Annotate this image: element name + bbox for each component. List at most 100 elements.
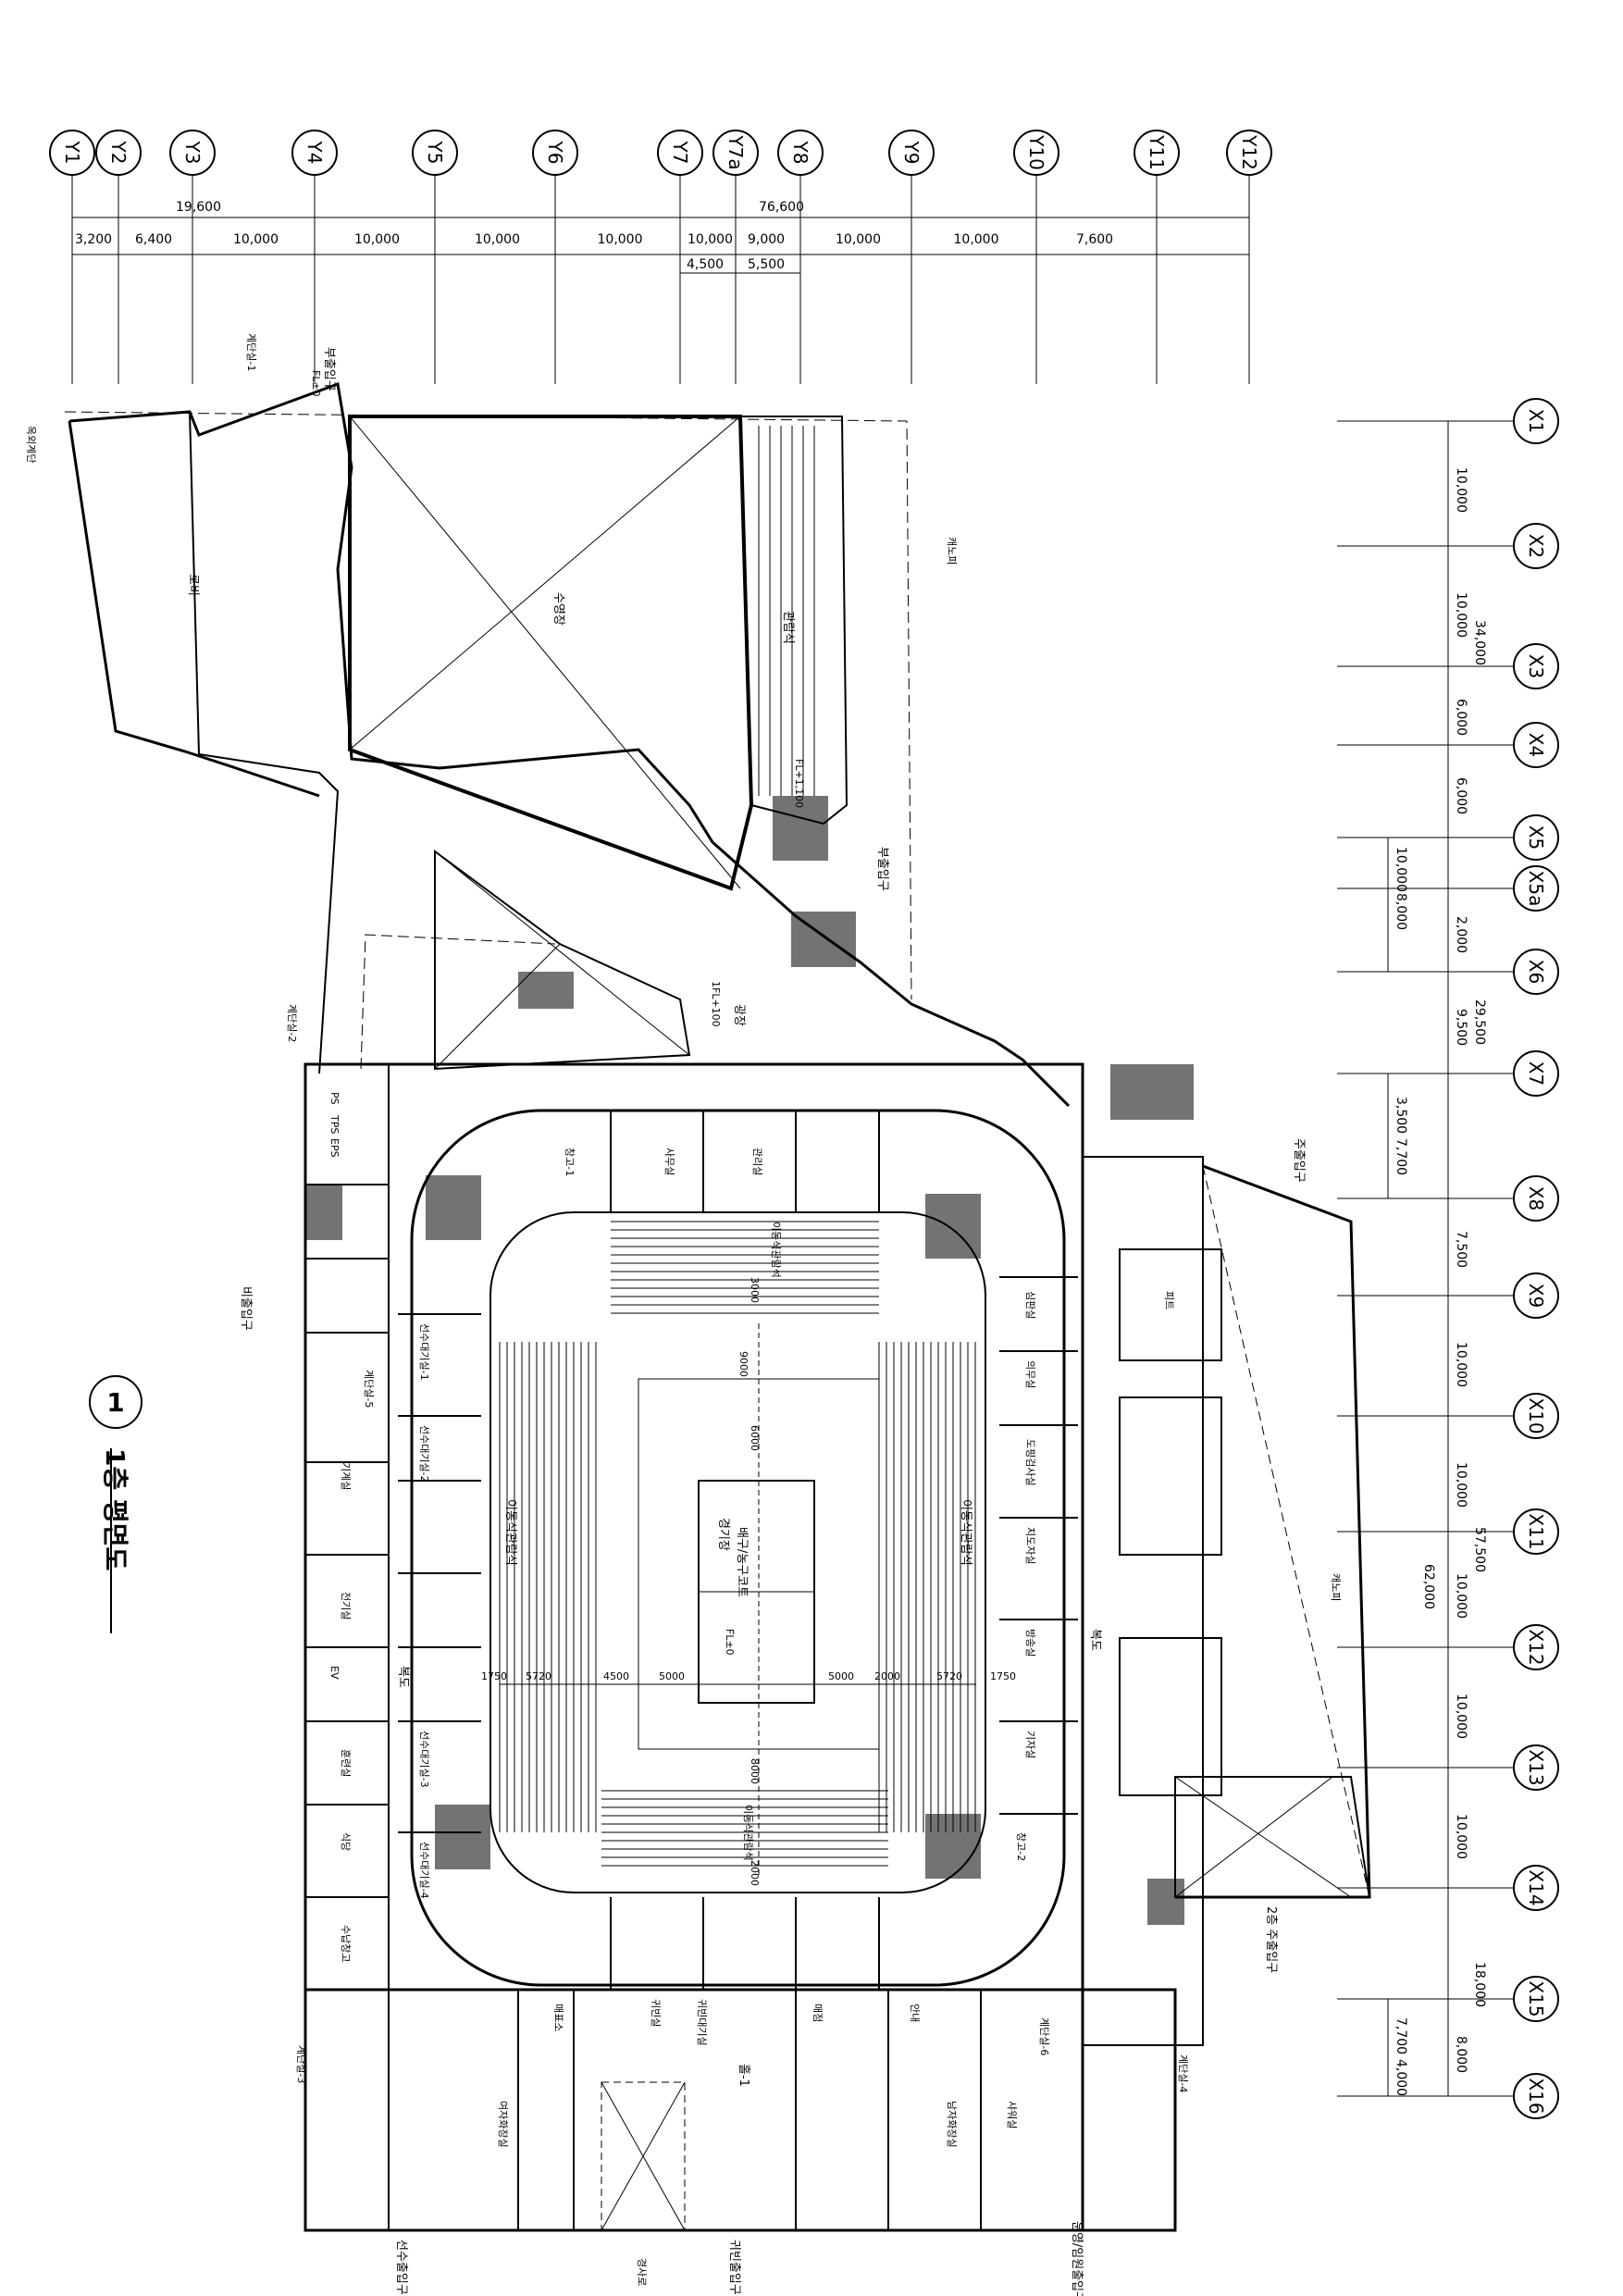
entrance-mid-label: 부출입구 (875, 847, 889, 891)
room-walls (305, 1111, 1078, 2230)
x-span-dim: 10,000 (1454, 1342, 1468, 1387)
entrance-bottom-mid-label: 귀빈출입구 (727, 2240, 741, 2295)
grid-bubble-y11 (1134, 130, 1180, 176)
admin-label: 관리실 (751, 1148, 763, 1175)
grid-bubble-x6 (1513, 949, 1559, 995)
court-dim-g: 1750 (481, 1670, 507, 1682)
grid-label-y4: Y4 (304, 141, 326, 165)
sheet-number: 1 (106, 1387, 124, 1418)
grid-label-y8: Y8 (789, 141, 812, 165)
warehouse1-label: 창고-1 (564, 1148, 576, 1176)
level-ground: FL±0 (310, 370, 322, 397)
grid-bubble-x7 (1513, 1050, 1559, 1097)
y-span-dim: 10,000 (954, 232, 999, 247)
grid-bubble-x4 (1513, 722, 1559, 768)
court-dim-f: 5720 (936, 1670, 962, 1682)
grid-label-y7a: Y7a (725, 134, 747, 169)
sheet-title-text: 1층 평면도 (100, 1448, 130, 1570)
level-pool: FL+1,100 (793, 759, 805, 808)
grid-label-x16: X16 (1525, 2078, 1547, 2114)
x-span-dim: 8,000 (1394, 893, 1408, 930)
grid-bubble-y5 (412, 130, 458, 176)
entrance-2f-label: 2층 주출입구 (1264, 1906, 1278, 1973)
corridor2-label: 복도 (1088, 1629, 1102, 1651)
locker3-label: 선수대기실-3 (418, 1731, 430, 1788)
grid-bubble-y12 (1226, 130, 1272, 176)
grid-label-x7: X7 (1525, 1061, 1547, 1086)
seating-rows (499, 426, 976, 1867)
entrance-bottom-right-label: 운영/임원출입구 (1070, 2221, 1084, 2296)
grid-bubble-x1 (1513, 398, 1559, 444)
grid-label-y12: Y12 (1238, 134, 1260, 170)
training-label: 훈련실 (340, 1749, 352, 1777)
corridor-label: 복도 (396, 1666, 410, 1688)
seating-top-label: 이동식관람석 (770, 1222, 782, 1278)
x-span-dim: 10,000 (1394, 847, 1408, 892)
eps-label: EPS (328, 1138, 341, 1158)
grid-bubble-y8 (777, 130, 824, 176)
hatched-stair (435, 1805, 490, 1869)
sheet-title: 1 1층 평면도 (89, 1375, 142, 1633)
grid-bubble-y7 (657, 130, 703, 176)
x-span-dim: 7,700 (1394, 1138, 1408, 1175)
stair-3-label: 계단실-3 (295, 2045, 307, 2083)
x-span-dim: 7,500 (1454, 1231, 1468, 1268)
grid-bubble-y7a (712, 130, 759, 176)
machine-label: 기계실 (340, 1462, 352, 1490)
grid-bubble-x9 (1513, 1272, 1559, 1319)
seating-bottom-label: 이동식관람석 (742, 1805, 754, 1861)
y-span-dim: 10,000 (233, 232, 279, 247)
x-span-dim: 4,000 (1394, 2059, 1408, 2096)
grid-label-x1: X1 (1525, 409, 1547, 433)
grid-bubble-y4 (291, 130, 338, 176)
level-lobby: 1FL+100 (710, 981, 722, 1027)
x-span-dim: 10,000 (1454, 467, 1468, 513)
grid-label-y11: Y11 (1146, 134, 1168, 170)
grid-label-y6: Y6 (544, 141, 566, 165)
hatched-stair (773, 796, 828, 861)
outdoor-stairs-label: 옥외계단 (25, 426, 37, 463)
grid-bubble-x14 (1513, 1865, 1559, 1911)
court-dim-l: 3000 (749, 1277, 761, 1303)
grid-bubble-y9 (888, 130, 935, 176)
court-dim-h: 1750 (990, 1670, 1016, 1682)
plaza-label: 광장 (732, 1004, 746, 1026)
grid-label-x3: X3 (1525, 654, 1547, 678)
x-span-dim: 10,000 (1454, 1573, 1468, 1619)
x-span-dim: 10,000 (1454, 1462, 1468, 1508)
stair-2-label: 계단실-2 (286, 1004, 298, 1042)
stair-4-label: 계단실-4 (1177, 2054, 1189, 2092)
grid-bubble-y10 (1013, 130, 1059, 176)
grid-label-x11: X11 (1525, 1513, 1547, 1549)
coach-label: 지도자실 (1024, 1527, 1036, 1564)
grid-bubble-x5 (1513, 814, 1559, 861)
shop-label: 매점 (812, 2004, 824, 2022)
electric-label: 전기실 (340, 1592, 352, 1620)
hatched-stair (426, 1175, 481, 1240)
grid-bubble-x15 (1513, 1976, 1559, 2022)
stair-1-label: 계단실-1 (245, 333, 257, 371)
x-grid: X1X2X3X4X5X5aX6X7X8X9X10X11X12X13X14X15X… (1337, 398, 1559, 2119)
entrance-bottom-left-label: 선수출입구 (394, 2240, 408, 2295)
x-span-dim: 10,000 (1454, 1694, 1468, 1739)
grid-label-y10: Y10 (1025, 134, 1047, 170)
grid-bubble-x3 (1513, 643, 1559, 689)
court-dim-b: 5000 (659, 1670, 685, 1682)
hall-label: 홀-1 (737, 2064, 750, 2087)
court-dim-e: 5720 (526, 1670, 551, 1682)
grid-label-x13: X13 (1525, 1749, 1547, 1785)
pit-label: 피트 (1163, 1291, 1175, 1309)
grid-label-x14: X14 (1525, 1869, 1547, 1905)
grid-label-x8: X8 (1525, 1186, 1547, 1210)
entrance-left-label: 비출입구 (239, 1286, 253, 1331)
referee-label: 심판실 (1024, 1291, 1036, 1319)
entrance-top-label: 부출입구 (322, 347, 336, 391)
grid-label-y2: Y2 (107, 141, 130, 165)
grid-label-y1: Y1 (61, 141, 83, 165)
lobby-label: 로비 (186, 574, 200, 596)
hatched-stair (1147, 1879, 1184, 1925)
x-span-dim: 10,000 (1454, 592, 1468, 638)
stair-5-label: 계단실-5 (363, 1370, 375, 1408)
info-label: 안내 (909, 2004, 921, 2022)
